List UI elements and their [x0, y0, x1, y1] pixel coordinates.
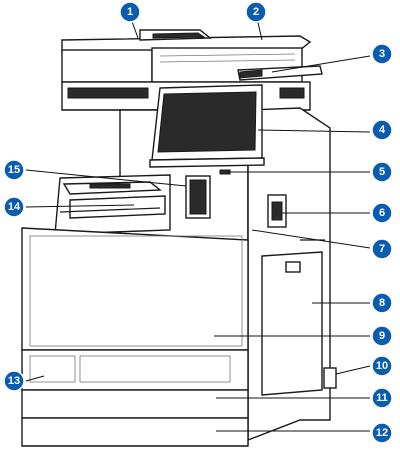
leader-lines [25, 13, 371, 432]
svg-text:14: 14 [8, 201, 21, 213]
callout-4: 4 [371, 119, 393, 141]
svg-text:7: 7 [379, 243, 385, 255]
callout-13: 13 [3, 370, 25, 392]
callout-6: 6 [371, 202, 393, 224]
callout-2: 2 [245, 1, 267, 23]
callout-15: 15 [3, 159, 25, 181]
svg-text:10: 10 [376, 360, 388, 372]
svg-text:12: 12 [376, 427, 388, 439]
document-feeder [61, 29, 312, 83]
callout-3: 3 [371, 43, 393, 65]
svg-text:8: 8 [379, 297, 385, 309]
svg-text:9: 9 [379, 330, 385, 342]
svg-text:5: 5 [379, 166, 385, 178]
svg-text:4: 4 [379, 124, 386, 136]
callout-10: 10 [371, 355, 393, 377]
paper-trays [21, 349, 249, 447]
svg-text:6: 6 [379, 207, 385, 219]
callout-14: 14 [3, 196, 25, 218]
callout-11: 11 [371, 387, 393, 409]
callout-12: 12 [371, 422, 393, 444]
callout-8: 8 [371, 292, 393, 314]
svg-text:13: 13 [8, 375, 20, 387]
feeder-output-bin [237, 65, 323, 81]
callout-1: 1 [119, 1, 141, 23]
printer-illustration [21, 29, 337, 447]
callouts: 1 2 3 4 5 6 7 8 [3, 1, 393, 444]
callout-9: 9 [371, 325, 393, 347]
svg-text:11: 11 [376, 392, 388, 404]
callout-5: 5 [371, 161, 393, 183]
callout-7: 7 [371, 238, 393, 260]
svg-text:15: 15 [8, 164, 20, 176]
front-small-door [185, 175, 211, 219]
svg-text:1: 1 [127, 6, 133, 18]
output-tray [54, 174, 171, 235]
right-door [261, 194, 325, 396]
control-panel [149, 84, 265, 168]
front-door [21, 227, 249, 351]
svg-text:3: 3 [379, 48, 385, 60]
power-switch [323, 367, 337, 389]
svg-text:2: 2 [253, 6, 259, 18]
